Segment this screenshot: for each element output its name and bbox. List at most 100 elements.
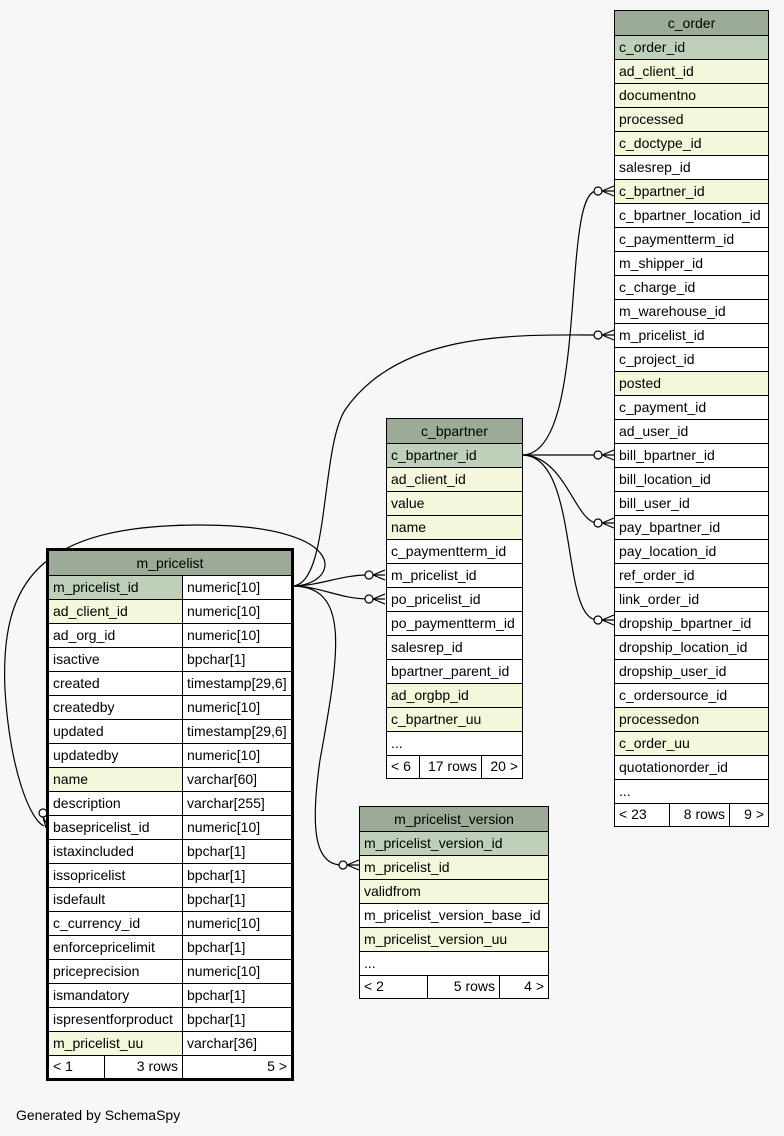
column-row[interactable]: m_pricelist_id	[387, 564, 522, 588]
column-name: salesrep_id	[391, 639, 463, 655]
table-header[interactable]: c_bpartner	[387, 419, 522, 444]
children-link[interactable]: 5 >	[267, 1058, 287, 1074]
column-name: c_ordersource_id	[619, 687, 728, 703]
column-row[interactable]: salesrep_id	[615, 156, 768, 180]
column-row[interactable]: m_pricelist_id	[615, 324, 768, 348]
parents-link[interactable]: < 2	[360, 976, 428, 998]
column-row[interactable]: pay_location_id	[615, 540, 768, 564]
table-header[interactable]: c_order	[615, 11, 768, 36]
column-row[interactable]: name	[387, 516, 522, 540]
column-row[interactable]: ad_user_id	[615, 420, 768, 444]
table-header[interactable]: m_pricelist_version	[360, 807, 548, 832]
column-row[interactable]: m_pricelist_version_uu	[360, 928, 548, 952]
column-row[interactable]: c_order_id	[615, 36, 768, 60]
parents-link[interactable]: < 23	[615, 804, 670, 826]
column-row[interactable]: documentno	[615, 84, 768, 108]
column-row[interactable]: quotationorder_id	[615, 756, 768, 780]
column-name: issopricelist	[53, 867, 126, 883]
optional-marker-icon	[593, 330, 603, 340]
column-row[interactable]: m_shipper_id	[615, 252, 768, 276]
column-row[interactable]: m_warehouse_id	[615, 300, 768, 324]
column-row[interactable]: pay_bpartner_id	[615, 516, 768, 540]
column-row[interactable]: c_bpartner_location_id	[615, 204, 768, 228]
children-link[interactable]: 4 >	[524, 978, 544, 994]
children-link[interactable]: 9 >	[744, 806, 764, 822]
column-row[interactable]: ad_orgbp_id	[387, 684, 522, 708]
column-row[interactable]: c_order_uu	[615, 732, 768, 756]
column-row[interactable]: ad_client_id	[387, 468, 522, 492]
column-row[interactable]: c_project_id	[615, 348, 768, 372]
column-row[interactable]: c_charge_id	[615, 276, 768, 300]
parents-link[interactable]: < 1	[49, 1056, 105, 1078]
edge-pricelist-to-order-pricelist	[291, 334, 598, 587]
column-row[interactable]: ...	[615, 780, 768, 804]
column-row[interactable]: bill_location_id	[615, 468, 768, 492]
column-row[interactable]: salesrep_id	[387, 636, 522, 660]
column-row[interactable]: m_pricelist_id	[360, 856, 548, 880]
column-row[interactable]: validfrom	[360, 880, 548, 904]
column-row[interactable]: c_paymentterm_id	[387, 540, 522, 564]
column-row[interactable]: ad_client_id	[615, 60, 768, 84]
column-row[interactable]: m_pricelist_version_id	[360, 832, 548, 856]
column-row[interactable]: ref_order_id	[615, 564, 768, 588]
column-row[interactable]: bill_bpartner_id	[615, 444, 768, 468]
column-row[interactable]: dropship_bpartner_id	[615, 612, 768, 636]
column-row[interactable]: processed	[615, 108, 768, 132]
children-link[interactable]: 20 >	[490, 758, 518, 774]
column-row[interactable]: dropship_user_id	[615, 660, 768, 684]
column-row[interactable]: posted	[615, 372, 768, 396]
optional-marker-icon	[593, 186, 603, 196]
column-row[interactable]: m_pricelist_version_base_id	[360, 904, 548, 928]
column-row[interactable]: c_paymentterm_id	[615, 228, 768, 252]
column-row[interactable]: c_bpartner_id	[387, 444, 522, 468]
column-name: m_pricelist_id	[53, 579, 139, 595]
column-row[interactable]: c_doctype_id	[615, 132, 768, 156]
column-row[interactable]: value	[387, 492, 522, 516]
column-row[interactable]: processedon	[615, 708, 768, 732]
column-row[interactable]: dropship_location_id	[615, 636, 768, 660]
column-name: pay_bpartner_id	[619, 519, 721, 535]
table-header[interactable]: m_pricelist	[49, 551, 291, 576]
column-name: c_bpartner_location_id	[619, 207, 761, 223]
column-name: ispresentforproduct	[53, 1011, 173, 1027]
column-row[interactable]: c_bpartner_uu	[387, 708, 522, 732]
parents-link[interactable]: < 6	[387, 756, 420, 778]
column-name: c_currency_id	[53, 915, 141, 931]
column-row[interactable]: po_pricelist_id	[387, 588, 522, 612]
column-name: isdefault	[53, 891, 106, 907]
column-row[interactable]: bpartner_parent_id	[387, 660, 522, 684]
column-row[interactable]: c_bpartner_id	[615, 180, 768, 204]
column-row[interactable]: po_paymentterm_id	[387, 612, 522, 636]
column-row[interactable]: ...	[387, 732, 522, 756]
row-count: 17 rows	[420, 756, 482, 778]
column-row[interactable]: c_payment_id	[615, 396, 768, 420]
column-row[interactable]: link_order_id	[615, 588, 768, 612]
column-row[interactable]: c_ordersource_id	[615, 684, 768, 708]
column-row[interactable]: bill_user_id	[615, 492, 768, 516]
column-row[interactable]: ...	[360, 952, 548, 976]
